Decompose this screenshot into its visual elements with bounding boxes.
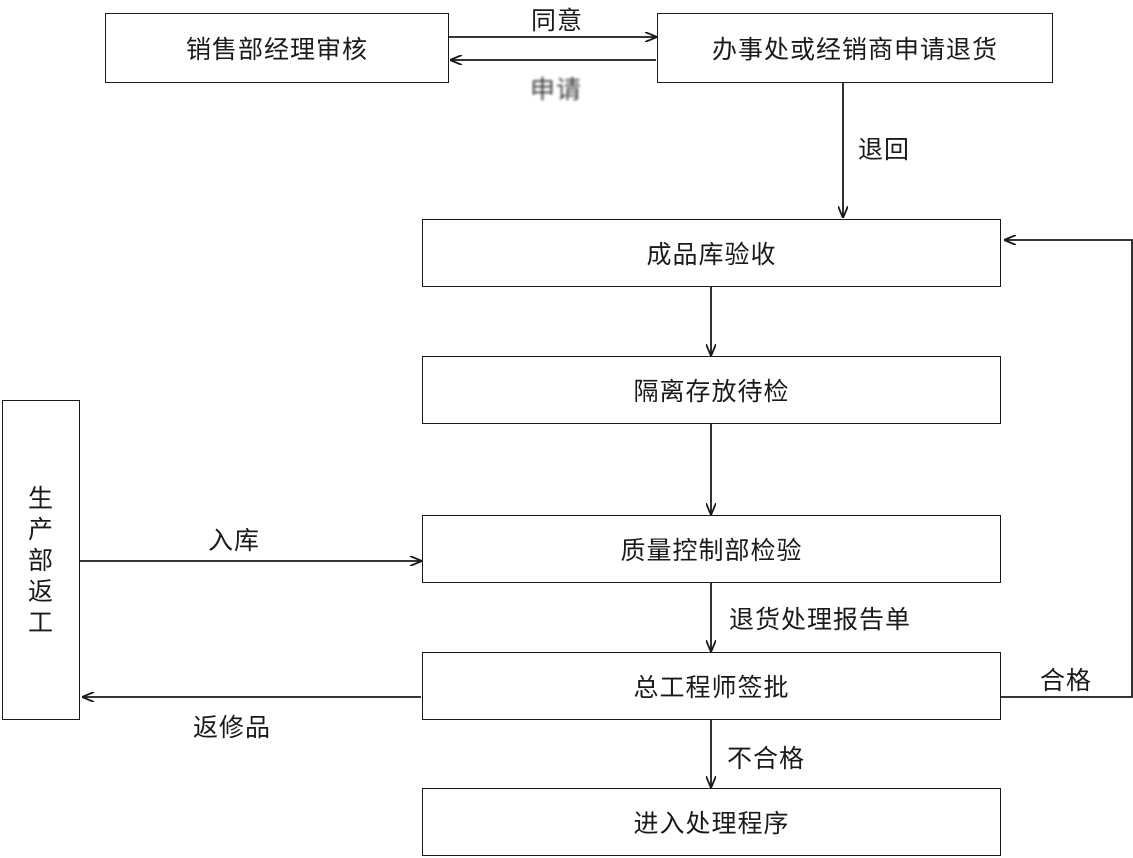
node-warehouse-accept: 成品库验收	[422, 219, 1001, 287]
node-production-rework-char: 工	[27, 607, 54, 637]
node-isolate-storage: 隔离存放待检	[422, 356, 1001, 424]
node-warehouse-accept-label: 成品库验收	[646, 240, 777, 269]
edge-into-storage-label: 入库	[208, 526, 261, 555]
edge-qualified-arrow	[1001, 240, 1133, 698]
node-chief-engineer-label: 总工程师签批	[633, 673, 790, 702]
node-sales-review: 销售部经理审核	[105, 13, 449, 83]
node-apply-return-label: 办事处或经销商申请退货	[711, 35, 998, 64]
node-enter-process: 进入处理程序	[422, 788, 1001, 856]
edge-qualified-label: 合格	[1040, 666, 1093, 695]
node-qc-inspection-label: 质量控制部检验	[620, 536, 803, 565]
edge-repair-label: 返修品	[193, 713, 272, 742]
node-enter-process-label: 进入处理程序	[633, 809, 790, 838]
node-production-rework: 生产部返工	[2, 400, 80, 720]
node-production-rework-char: 返	[27, 576, 54, 606]
node-production-rework-char: 部	[27, 545, 54, 575]
node-production-rework-char: 产	[27, 514, 54, 544]
edge-apply-label: 申请	[530, 75, 583, 104]
edge-agree-label: 同意	[531, 6, 584, 35]
node-chief-engineer: 总工程师签批	[422, 652, 1001, 720]
node-qc-inspection: 质量控制部检验	[422, 515, 1001, 583]
node-isolate-storage-label: 隔离存放待检	[633, 377, 790, 406]
edge-return-back-label: 退回	[858, 135, 911, 164]
node-production-rework-label: 生产部返工	[28, 483, 54, 638]
node-apply-return: 办事处或经销商申请退货	[657, 13, 1053, 83]
node-sales-review-label: 销售部经理审核	[185, 35, 368, 64]
edge-unqualified-label: 不合格	[727, 744, 806, 773]
node-production-rework-char: 生	[27, 483, 54, 513]
edge-return-report-label: 退货处理报告单	[729, 605, 912, 634]
